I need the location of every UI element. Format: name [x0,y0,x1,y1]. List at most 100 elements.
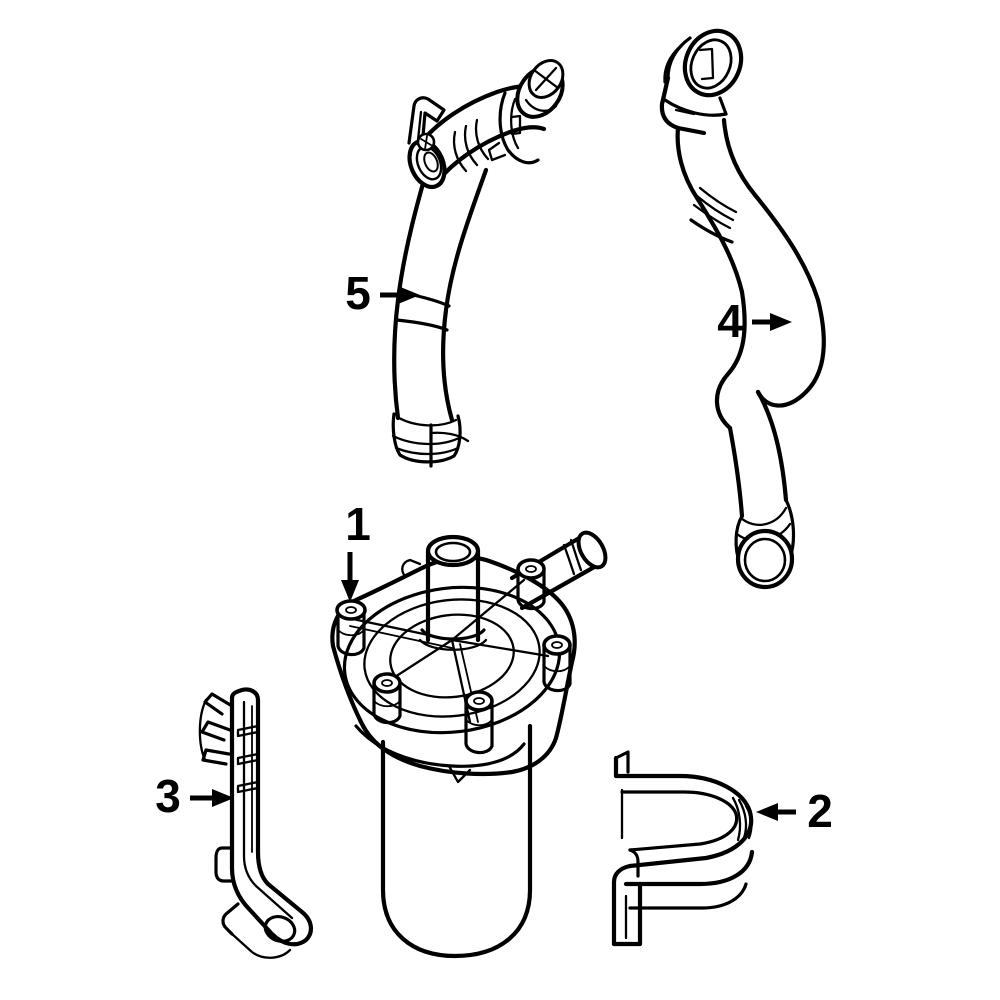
part-2-top-tab [614,750,630,774]
part-2-lower-outer [623,849,755,887]
callout-1-arrow-head [341,580,359,602]
part-3-comb-finger-1 [203,692,234,716]
part-4-rib-3 [692,203,732,230]
boss-ul-hole [345,606,357,614]
part-5-hose-assembly [391,59,565,468]
boss-lc-band [465,719,493,727]
boss-ur-body [516,568,546,611]
part-5-coupling-rib-3 [474,118,490,161]
callout-5-group[interactable]: 5 [345,267,420,319]
part-1-bolt-boss-upper-right [516,558,546,611]
part-1-housing-flange [330,555,577,777]
boss-ul-band [337,629,365,637]
part-5-coupling-end-ring-inner [423,151,439,173]
part-5-clip-pivot-cross [420,135,432,150]
part-1-motor-body [380,723,533,959]
part-5-clamp-band [391,434,463,446]
part-2-cradle-clamp [611,750,755,947]
boss-lc-hole [473,697,485,705]
callout-4-group[interactable]: 4 [717,295,792,347]
part-2-left-bend [611,863,633,947]
part-4-upper-fitting [659,28,744,136]
part-5-hose-body-left [392,149,435,421]
part-4-fitting-ring-notch [698,47,715,81]
boss-r-band [543,665,571,673]
part-1-bolt-boss-lower-left [372,672,402,725]
part-2-fold-rib-2 [744,804,753,840]
boss-ll-body [372,682,402,725]
part-1-housing-lip-notch [447,764,472,784]
part-4-fitting-ring-mid [689,38,733,90]
part-1-water-pump [330,530,608,959]
callout-2-arrow-head [756,803,778,821]
part-4-hose-scurve-inner [714,289,747,431]
part-2-fold-rib-3 [731,796,742,842]
callout-4-arrow-head [770,313,792,331]
part-5-cuff-inner-top [397,416,458,427]
callout-2-group[interactable]: 2 [756,785,833,837]
callout-3-group[interactable]: 3 [155,770,234,822]
callout-5-arrow-head [398,286,420,304]
part-1-side-outlet-bottom [519,563,599,611]
part-4-cuff-ring-1 [739,506,788,527]
callout-3-arrow-head [212,789,234,807]
boss-ur-hole [525,565,537,573]
boss-ll-top [372,672,402,694]
part-3-side-tab [214,846,234,883]
part-1-housing-tab [401,558,422,578]
part-1-center-port-base-ring [420,628,486,641]
part-1-housing-lower-lip [354,724,526,768]
boss-r-body [542,644,572,693]
part-5-cap-band [524,98,558,112]
part-1-side-outlet-band-1 [569,538,583,572]
callout-1-group[interactable]: 1 [341,498,371,602]
boss-lc-top [464,690,494,712]
part-1-side-outlet-band-2 [562,543,576,576]
boss-ul-top [335,599,367,621]
part-3-body-outline [229,687,313,947]
part-1-spoke-4 [450,638,550,658]
part-3-comb-finger-3 [201,748,231,766]
callout-1-number: 1 [345,498,371,550]
part-5-band-lower [395,318,449,332]
part-3-support-bracket [198,687,313,959]
part-4-fitting-flange-mark [674,108,696,116]
part-1-bolt-boss-lower-center [464,690,494,755]
part-1-center-port-base-ring2 [418,638,488,651]
part-5-coupling-collar-inner [510,97,520,150]
part-1-spoke-5 [450,578,526,642]
boss-ur-top [516,558,546,580]
part-5-coupling-bottom-edge [434,125,547,185]
part-3-comb-finger-2 [200,720,232,742]
part-5-coupling-flange-tab [487,141,507,162]
part-5-coupling-rib-2 [463,124,479,167]
part-3-comb-back [198,698,208,762]
part-5-cap-cross-icon [532,66,560,92]
part-1-spoke-1b [349,625,453,649]
part-4-hose-upper-left [675,125,745,295]
part-5-hose-body-right [441,167,489,423]
part-4-hose-lower-left [727,425,745,519]
callout-2-number: 2 [807,785,833,837]
part-4-hose-assembly [659,28,826,590]
part-4-rib-band-edge [689,218,734,244]
part-1-bolt-boss-upper-left [335,599,367,657]
callout-4-number: 4 [717,295,743,347]
boss-lc-body [464,700,494,755]
part-3-rib-slot-2 [236,752,260,766]
part-2-fold-rib-1 [737,798,748,840]
callout-5-number: 5 [345,267,371,319]
part-5-retaining-clip [407,96,446,149]
part-4-rib-2 [695,194,735,222]
part-2-left-bend-inner [628,848,640,878]
callout-3-number: 3 [155,770,181,822]
part-1-cover-ring-mid [363,598,541,718]
part-4-fitting-flange-top [663,98,728,117]
boss-ll-hole [381,679,393,687]
part-1-cover-ring-inner [389,613,515,699]
part-2-lower-inner [628,882,748,910]
part-4-hose-lower-right [755,389,789,503]
boss-ul-body [336,610,366,657]
